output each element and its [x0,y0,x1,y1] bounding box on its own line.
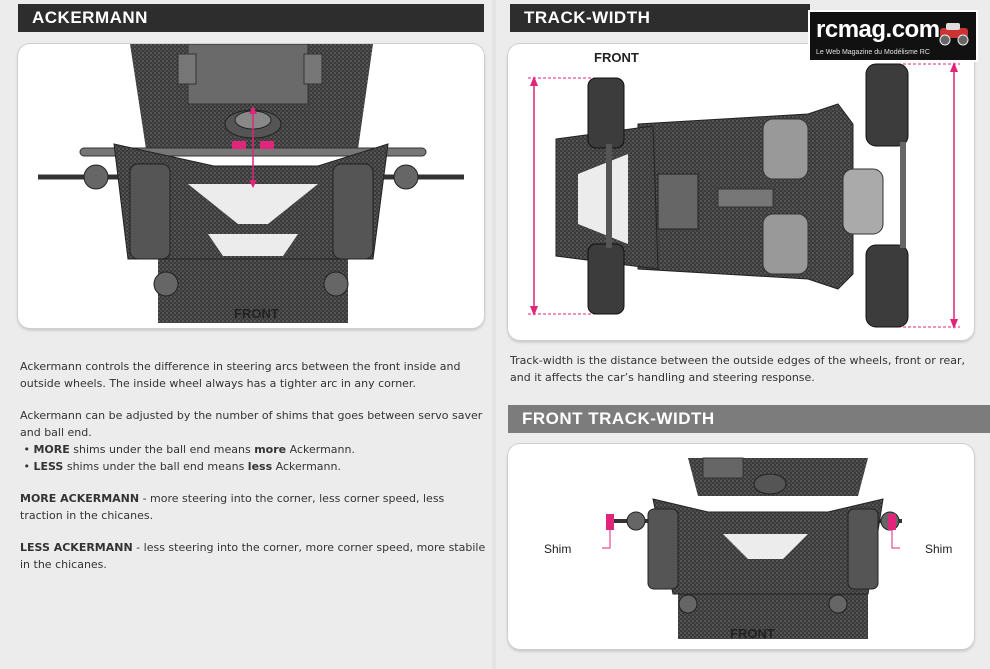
track-width-description: Track-width is the distance between the … [510,354,966,384]
ackermann-chassis-drawing [38,44,464,323]
track-width-diagram: FRONT [508,44,974,340]
track-width-car-drawing [528,62,960,329]
track-width-header: TRACK-WIDTH [510,4,810,32]
ackermann-paragraph-2: Ackermann can be adjusted by the number … [20,409,483,439]
logo-tagline: Le Web Magazine du Modélisme RC [816,49,930,56]
ackermann-diagram: FRONT [18,44,484,328]
track-width-front-label: FRONT [594,50,639,65]
shim-label-left: Shim [544,542,572,556]
ackermann-bullet-more: • MORE shims under the ball end means mo… [20,443,355,456]
ackermann-front-label: FRONT [234,306,279,321]
more-ackermann-text: MORE ACKERMANN - more steering into the … [20,492,445,522]
ackermann-header: ACKERMANN [18,4,484,32]
shim-label-right: Shim [925,542,953,556]
ackermann-bullet-less: • LESS shims under the ball end means le… [20,460,341,473]
front-track-width-header: FRONT TRACK-WIDTH [508,405,990,433]
rc-car-icon [939,23,969,46]
ackermann-paragraph-1: Ackermann controls the difference in ste… [20,360,461,390]
front-track-width-front-label: FRONT [730,626,775,641]
logo-name: rcmag.com [816,16,940,43]
ackermann-section: ACKERMANN [0,0,492,669]
track-width-section: TRACK-WIDTH [496,0,990,669]
front-track-width-chassis-drawing [602,457,902,639]
rcmag-logo[interactable]: rcmag.com Le Web Magazine du Modélisme R… [808,10,978,62]
front-track-width-diagram: Shim Shim FRONT [508,444,974,649]
ackermann-description: Ackermann controls the difference in ste… [20,358,486,573]
less-ackermann-text: LESS ACKERMANN - less steering into the … [20,541,486,571]
